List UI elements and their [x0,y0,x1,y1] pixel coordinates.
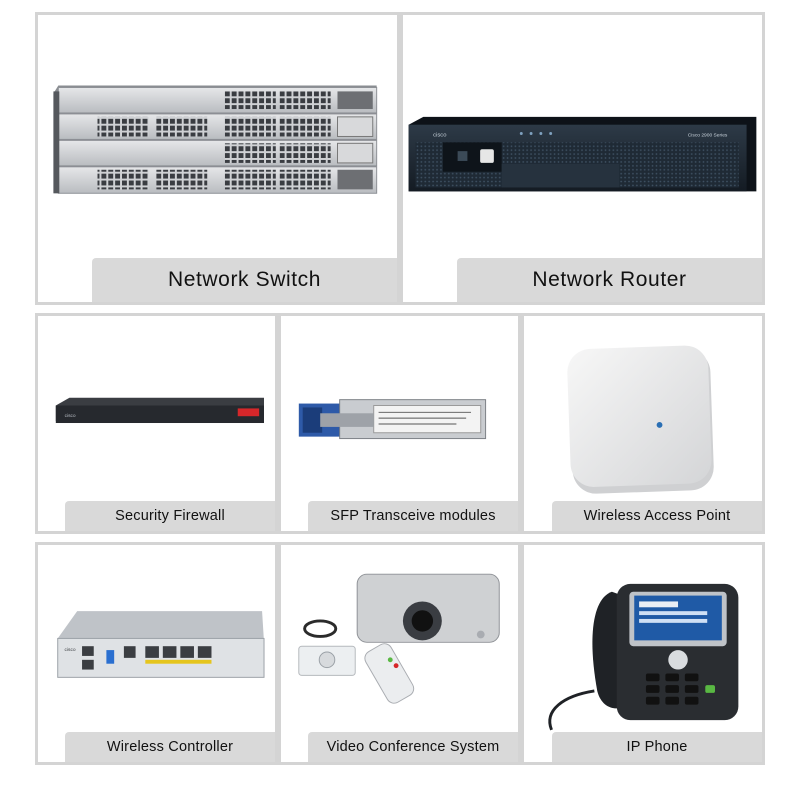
product-tile-sfp-transceiver[interactable]: SFP Transceive modules [278,313,521,534]
video-conference-image [298,573,500,704]
product-tile-security-firewall[interactable]: cisco Security Firewall [35,313,278,534]
wireless-controller-image: cisco [57,611,265,678]
product-tile-ip-phone[interactable]: IP Phone [521,542,765,765]
product-label: IP Phone [552,732,762,762]
product-label: Wireless Access Point [552,501,762,531]
network-router-image: cisco Cisco 2900 Series [408,116,757,192]
svg-text:cisco: cisco [65,413,76,419]
product-label: Security Firewall [65,501,275,531]
product-tile-wireless-controller[interactable]: cisco Wireless Controller [35,542,278,765]
product-label: SFP Transceive modules [308,501,518,531]
network-switch-image [53,85,378,194]
product-tile-wireless-access-point[interactable]: Wireless Access Point [521,313,765,534]
product-tile-network-switch[interactable]: Network Switch [35,12,400,305]
product-label: Video Conference System [308,732,518,762]
product-label: Wireless Controller [65,732,275,762]
security-firewall-image: cisco [55,397,265,424]
product-label: Network Router [457,258,762,302]
svg-text:cisco: cisco [433,132,447,138]
product-tile-video-conference[interactable]: Video Conference System [278,542,521,765]
ip-phone-image [548,583,739,731]
svg-text:Cisco 2900 Series: Cisco 2900 Series [688,132,728,138]
wireless-access-point-image [567,345,714,494]
svg-text:cisco: cisco [65,647,76,653]
product-label: Network Switch [92,258,397,302]
product-tile-network-router[interactable]: cisco Cisco 2900 Series Network Router [400,12,765,305]
sfp-transceiver-image [298,399,487,440]
